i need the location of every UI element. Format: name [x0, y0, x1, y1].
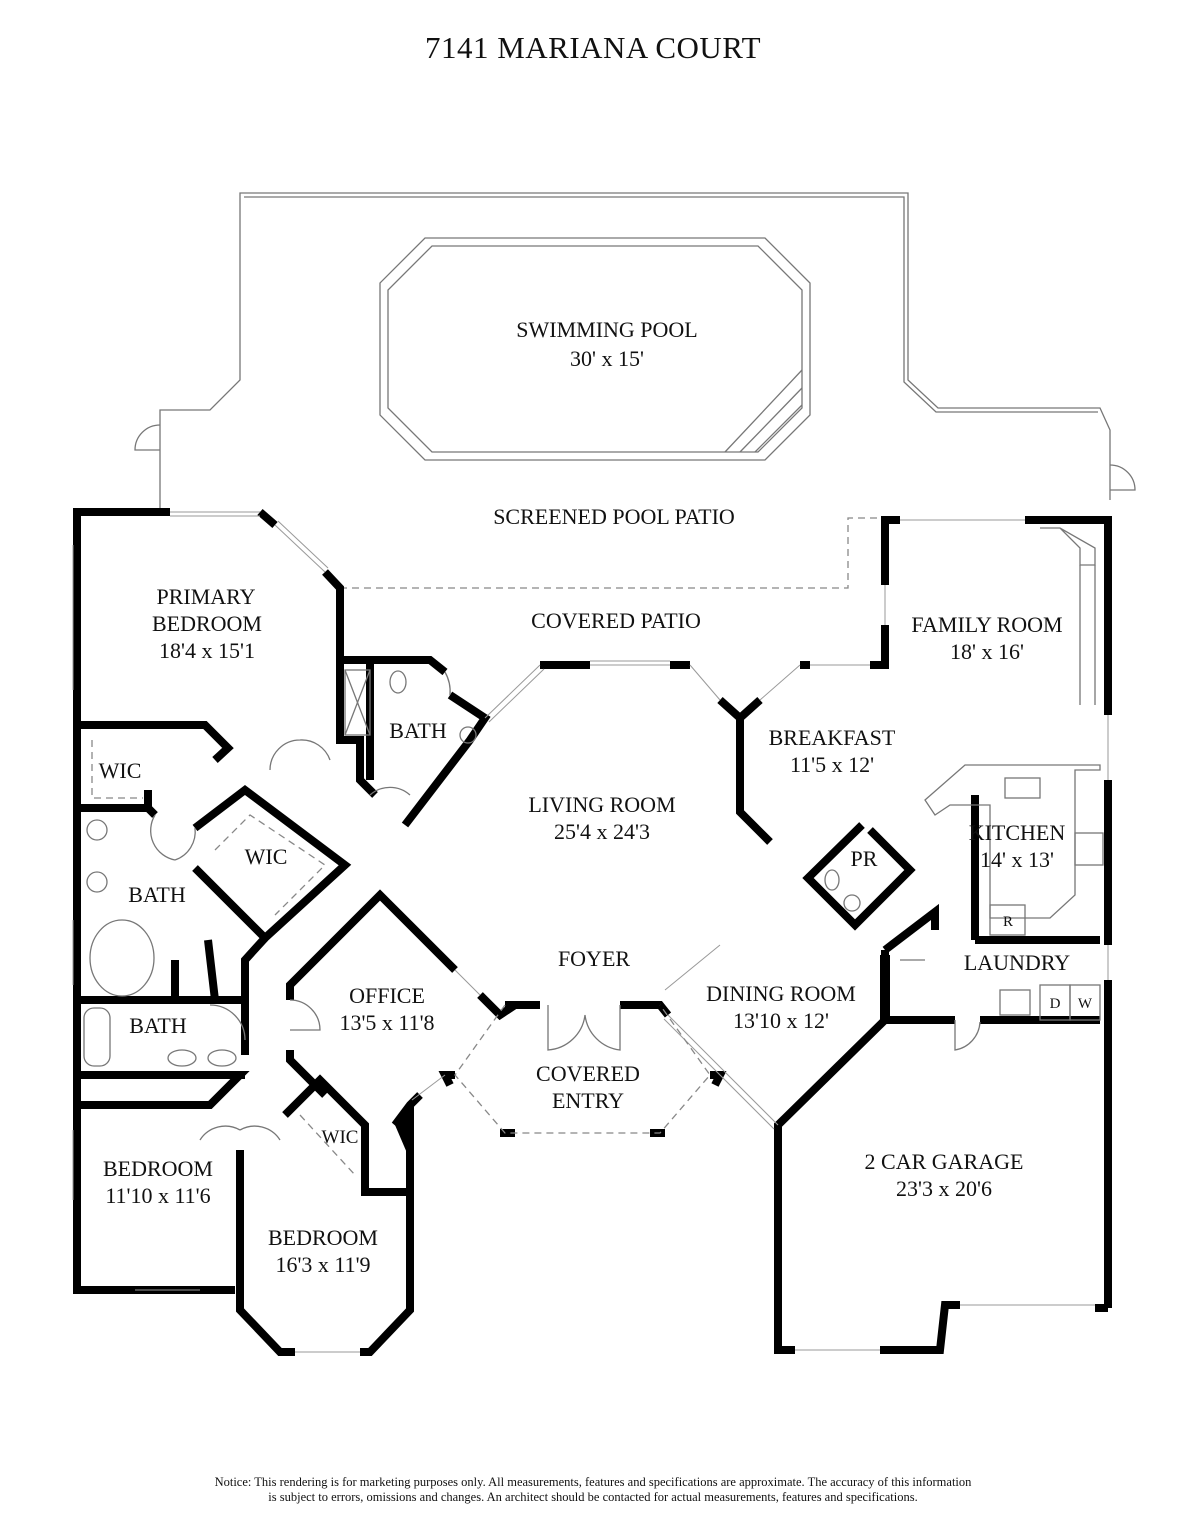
notice-line-2: is subject to errors, omissions and chan… — [268, 1490, 918, 1504]
laundry-label: LAUNDRY — [964, 950, 1070, 975]
disclaimer-notice: Notice: This rendering is for marketing … — [0, 1475, 1186, 1505]
primary-bedroom-label-1: PRIMARY — [156, 584, 255, 609]
kitchen-size: 14' x 13' — [980, 847, 1054, 872]
family-room-label: FAMILY ROOM — [911, 612, 1062, 637]
covered-entry-label-1: COVERED — [536, 1061, 640, 1086]
room-labels: SWIMMING POOL 30' x 15' SCREENED POOL PA… — [99, 317, 1093, 1277]
windows — [72, 511, 1109, 1353]
dryer-label: D — [1050, 996, 1061, 1012]
wic-label: WIC — [322, 1127, 359, 1148]
family-room-size: 18' x 16' — [950, 639, 1024, 664]
garage-label: 2 CAR GARAGE — [865, 1149, 1024, 1174]
pool-label: SWIMMING POOL — [516, 317, 698, 342]
fixtures — [83, 527, 1104, 1176]
covered-patio-label: COVERED PATIO — [531, 608, 701, 633]
dining-room-label: DINING ROOM — [706, 981, 856, 1006]
kitchen-label: KITCHEN — [969, 820, 1066, 845]
bath-label: BATH — [129, 1013, 187, 1038]
covered-entry-label-2: ENTRY — [552, 1088, 624, 1113]
doors — [150, 671, 981, 1141]
covered-patio-line — [340, 517, 882, 589]
wic-label: WIC — [99, 758, 142, 783]
washer-label: W — [1078, 996, 1093, 1012]
pool-enclosure — [134, 192, 1136, 510]
garage-size: 23'3 x 20'6 — [896, 1176, 992, 1201]
powder-room-label: PR — [851, 846, 878, 871]
bedroom-label: BEDROOM — [103, 1156, 213, 1181]
pool-size: 30' x 15' — [570, 346, 644, 371]
primary-bedroom-size: 18'4 x 15'1 — [159, 638, 255, 663]
wic-label: WIC — [245, 844, 288, 869]
breakfast-label: BREAKFAST — [769, 725, 896, 750]
notice-line-1: Notice: This rendering is for marketing … — [214, 1475, 972, 1489]
screened-patio-label: SCREENED POOL PATIO — [493, 504, 735, 529]
breakfast-size: 11'5 x 12' — [790, 752, 874, 777]
office-label: OFFICE — [349, 983, 425, 1008]
dining-room-size: 13'10 x 12' — [733, 1008, 829, 1033]
swimming-pool — [379, 237, 811, 461]
bedroom-label: BEDROOM — [268, 1225, 378, 1250]
foyer-label: FOYER — [558, 946, 630, 971]
refrigerator-label: R — [1003, 914, 1013, 930]
living-room-size: 25'4 x 24'3 — [554, 819, 650, 844]
living-room-label: LIVING ROOM — [528, 792, 675, 817]
bath-label: BATH — [389, 718, 447, 743]
plan-title: 7141 MARIANA COURT — [424, 30, 762, 65]
primary-bedroom-label-2: BEDROOM — [152, 611, 262, 636]
office-size: 13'5 x 11'8 — [339, 1010, 434, 1035]
bedroom-size: 16'3 x 11'9 — [275, 1252, 370, 1277]
bath-label: BATH — [128, 882, 186, 907]
bedroom-size: 11'10 x 11'6 — [105, 1183, 210, 1208]
